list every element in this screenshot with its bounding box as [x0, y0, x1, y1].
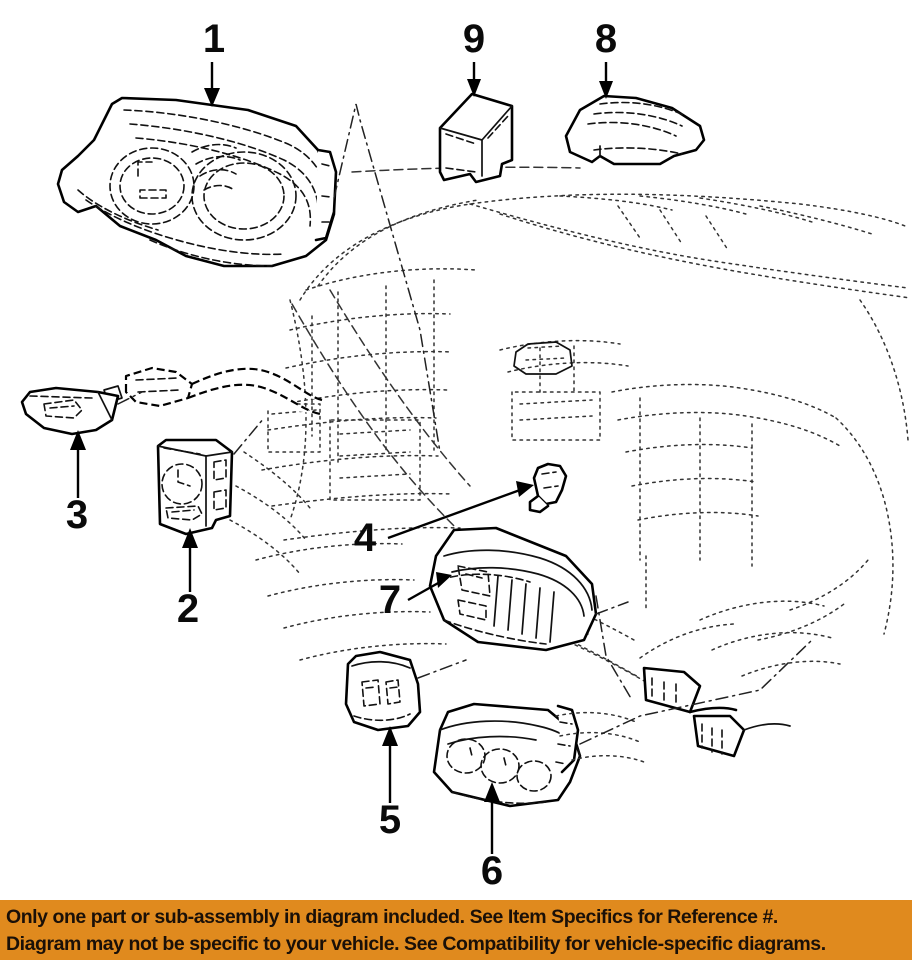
- legal-disclaimer-banner: Only one part or sub-assembly in diagram…: [0, 900, 912, 960]
- callout-number-2: 2: [177, 587, 199, 631]
- callout-arrow-9: [467, 62, 481, 97]
- disclaimer-line-2: Diagram may not be specific to your vehi…: [6, 933, 826, 955]
- callout-number-labels: 1 2 3 4 5 6 7 8 9: [66, 17, 617, 893]
- callout-arrow-5: [382, 726, 398, 803]
- part-2-headlamp-switch: [156, 438, 234, 536]
- callout-number-8: 8: [595, 17, 617, 61]
- callout-arrow-6: [484, 782, 500, 854]
- disclaimer-line-1: Only one part or sub-assembly in diagram…: [6, 906, 778, 928]
- callout-arrow-2: [182, 528, 198, 592]
- callout-number-9: 9: [463, 17, 485, 61]
- part-6-hvac-control-panel: [432, 702, 645, 808]
- callout-arrow-8: [599, 62, 613, 99]
- part-1-instrument-cluster: [56, 96, 338, 268]
- callout-pointers: [70, 62, 613, 854]
- part-3-switch-bezel-trim: [20, 386, 120, 436]
- callout-arrow-1: [204, 62, 220, 107]
- callout-number-6: 6: [481, 849, 503, 893]
- part-5-accessory-switch: [344, 650, 422, 732]
- callout-number-4: 4: [354, 516, 377, 560]
- callout-number-1: 1: [203, 17, 225, 61]
- wiring-harness-left: [83, 366, 323, 416]
- callout-arrow-4: [387, 481, 534, 540]
- dashboard-ghost-illustration: [229, 166, 911, 703]
- diagram-canvas: 1 2 3 4 5 6 7 8 9: [20, 17, 911, 893]
- callout-number-7: 7: [379, 578, 401, 622]
- callout-number-3: 3: [66, 493, 88, 537]
- part-9-electronic-control-module: [438, 92, 514, 184]
- installation-leader-lines: [117, 103, 813, 745]
- part-7-switch-panel-assembly: [428, 526, 598, 652]
- part-8-control-module-cover: [564, 94, 706, 166]
- callout-arrow-7: [407, 572, 452, 602]
- part-4-dimmer-sensor: [528, 462, 568, 514]
- callout-number-5: 5: [379, 798, 401, 842]
- callout-arrow-3: [70, 430, 86, 498]
- harness-connectors-right: [639, 623, 791, 758]
